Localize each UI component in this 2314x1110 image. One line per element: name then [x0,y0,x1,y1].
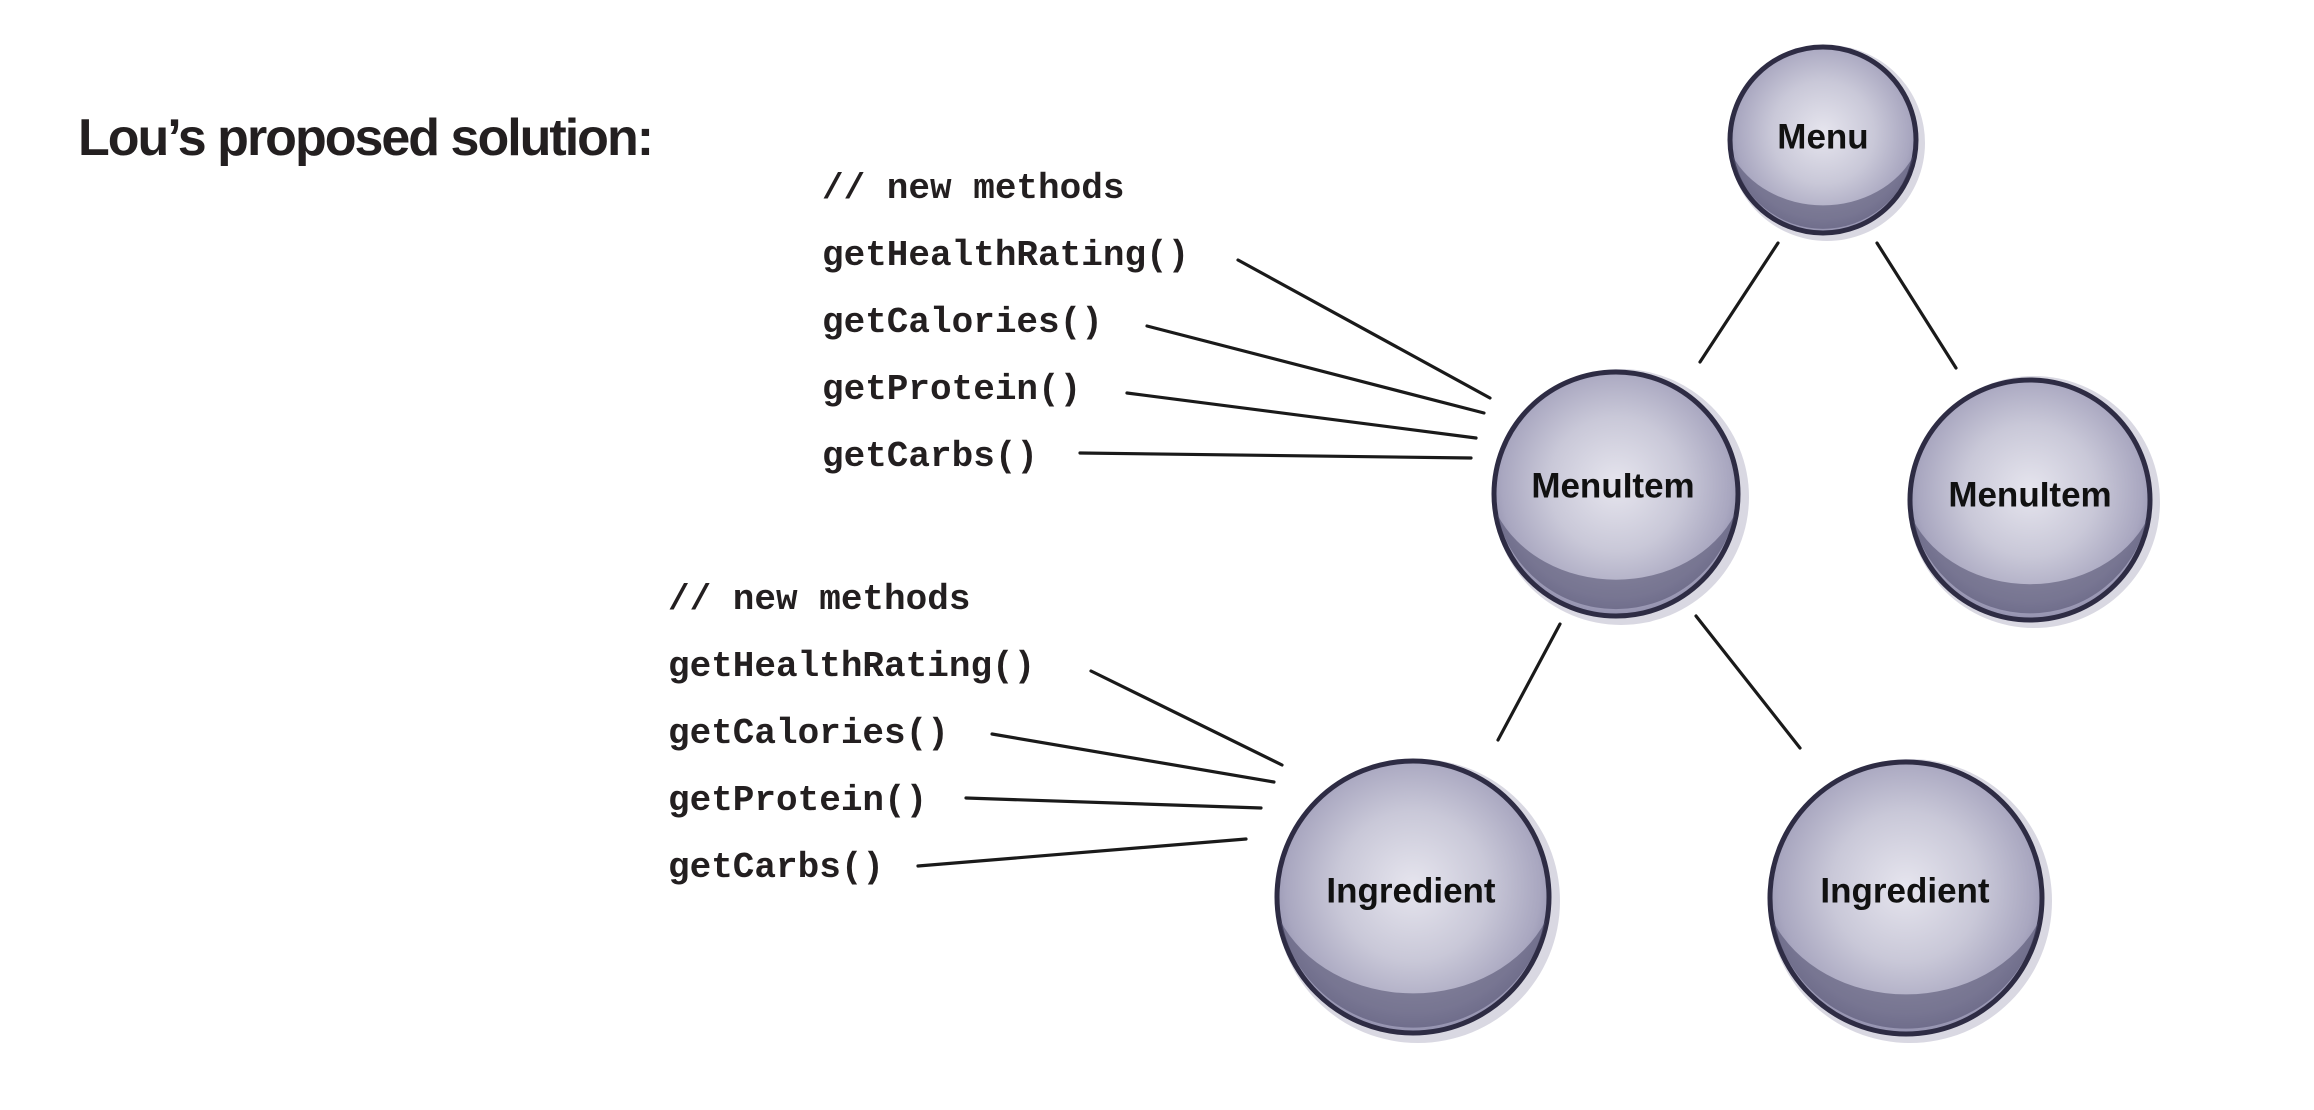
node-menu-item-right: MenuItem [1907,376,2160,628]
ingredient-methods-comment: // new methods [668,579,970,620]
leader-menuitem-get-protein [1125,391,1478,440]
ingredient-method-get-health-rating: getHealthRating() [668,646,1035,687]
node-menu: Menu [1727,44,1925,241]
node-menu-item-right-label: MenuItem [1948,475,2111,514]
edge-menu-to-menuitem-left [1698,241,1780,364]
leader-ingredient-get-calories [990,732,1276,784]
leader-menuitem-get-health-rating [1236,258,1492,400]
node-menu-label: Menu [1777,117,1868,156]
menu-item-method-get-protein: getProtein() [822,369,1081,410]
leader-ingredient-get-carbs [916,837,1248,868]
leader-menuitem-get-carbs [1078,451,1473,460]
ingredient-method-get-carbs: getCarbs() [668,847,884,888]
ingredient-method-get-protein: getProtein() [668,780,927,821]
node-ingredient-right: Ingredient [1767,759,2052,1043]
ingredient-method-get-calories: getCalories() [668,713,949,754]
menu-item-methods-block: // new methods getHealthRating() getCalo… [822,168,1189,477]
menu-item-method-get-calories: getCalories() [822,302,1103,343]
edge-menuitem-to-ingredient-left [1496,622,1562,742]
edge-menu-to-menuitem-right [1875,241,1958,370]
page-title: Lou’s proposed solution: [78,109,652,167]
leader-ingredient-get-protein [964,796,1263,810]
node-ingredient-left-label: Ingredient [1326,871,1496,910]
node-ingredient-right-label: Ingredient [1820,871,1990,910]
leader-menuitem-get-calories [1145,324,1486,415]
menu-item-method-get-carbs: getCarbs() [822,436,1038,477]
leader-ingredient-get-health-rating [1089,669,1284,767]
ingredient-methods-block: // new methods getHealthRating() getCalo… [668,579,1035,888]
node-ingredient-left: Ingredient [1274,758,1560,1043]
node-menu-item-left-label: MenuItem [1531,466,1694,505]
edge-menuitem-to-ingredient-right [1694,614,1802,750]
menu-item-method-get-health-rating: getHealthRating() [822,235,1189,276]
menu-item-methods-comment: // new methods [822,168,1124,209]
node-menu-item-left: MenuItem [1491,369,1749,625]
